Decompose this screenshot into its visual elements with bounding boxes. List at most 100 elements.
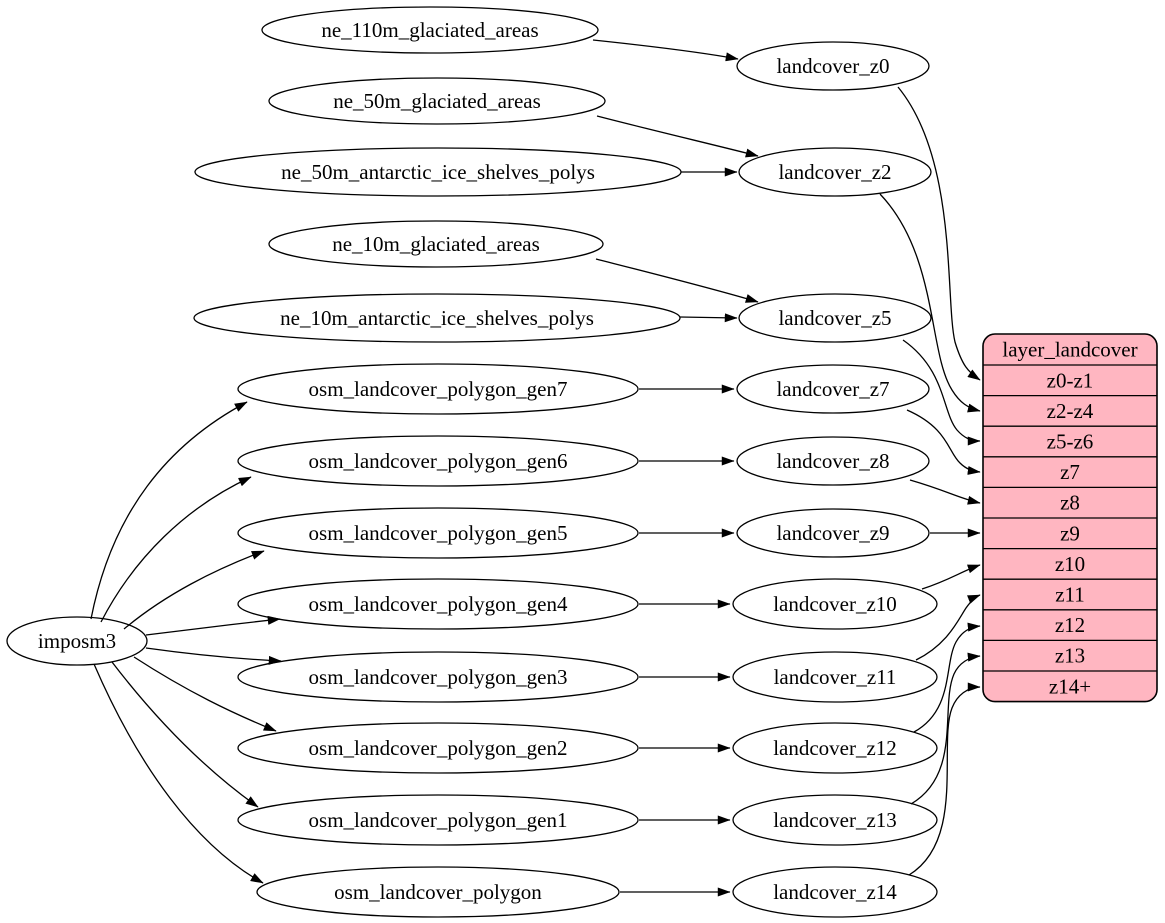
node-label-landcover_z12: landcover_z12 (773, 736, 897, 760)
node-ne_10m_glaciated_areas: ne_10m_glaciated_areas (268, 220, 604, 268)
table-row-z2-z4: z2-z4 (1047, 399, 1094, 423)
node-landcover_z14: landcover_z14 (732, 866, 938, 918)
edge-landcover_z2-to-layer_landcover.z2-z4 (879, 193, 981, 413)
edge-imposm3-to-osm_landcover_polygon_gen5 (123, 550, 265, 630)
node-label-imposm3: imposm3 (38, 629, 116, 653)
table-row-z11: z11 (1055, 583, 1085, 607)
node-label-osm_landcover_polygon_gen3: osm_landcover_polygon_gen3 (309, 665, 568, 689)
edge-imposm3-to-osm_landcover_polygon_gen1 (111, 661, 259, 808)
edge-imposm3-to-osm_landcover_polygon_gen7 (90, 401, 248, 620)
table-row-z0-z1: z0-z1 (1047, 368, 1094, 392)
node-osm_landcover_polygon_gen4: osm_landcover_polygon_gen4 (237, 578, 639, 630)
edge-imposm3-to-osm_landcover_polygon_gen6 (100, 476, 252, 623)
node-label-landcover_z0: landcover_z0 (776, 54, 889, 78)
node-label-osm_landcover_polygon: osm_landcover_polygon (334, 880, 542, 904)
node-osm_landcover_polygon_gen2: osm_landcover_polygon_gen2 (237, 722, 639, 774)
node-landcover_z2: landcover_z2 (738, 147, 932, 197)
table-row-z7: z7 (1060, 460, 1080, 484)
edge-imposm3-to-osm_landcover_polygon (93, 663, 264, 884)
node-ellipse-ne_110m_glaciated_areas (261, 6, 599, 54)
node-label-osm_landcover_polygon_gen4: osm_landcover_polygon_gen4 (309, 592, 568, 616)
node-label-osm_landcover_polygon_gen6: osm_landcover_polygon_gen6 (309, 449, 568, 473)
node-label-landcover_z5: landcover_z5 (778, 306, 891, 330)
edge-imposm3-to-osm_landcover_polygon_gen2 (133, 656, 277, 732)
node-ellipse-landcover_z9 (736, 508, 930, 558)
edge-landcover_z5-to-layer_landcover.z5-z6 (902, 339, 981, 446)
table-header-label: layer_landcover (1002, 338, 1137, 362)
node-label-ne_10m_glaciated_areas: ne_10m_glaciated_areas (332, 232, 540, 256)
edge-ne_110m_glaciated_areas-to-landcover_z0 (592, 39, 739, 62)
node-ellipse-ne_50m_glaciated_areas (268, 77, 606, 125)
node-label-landcover_z2: landcover_z2 (778, 160, 891, 184)
node-ellipse-landcover_z14 (732, 866, 938, 918)
node-label-landcover_z9: landcover_z9 (776, 521, 889, 545)
node-ellipse-landcover_z12 (732, 722, 938, 774)
node-ellipse-osm_landcover_polygon (256, 866, 620, 918)
node-label-osm_landcover_polygon_gen2: osm_landcover_polygon_gen2 (309, 736, 568, 760)
node-label-osm_landcover_polygon_gen1: osm_landcover_polygon_gen1 (309, 808, 568, 832)
node-label-landcover_z11: landcover_z11 (774, 665, 897, 689)
node-landcover_z12: landcover_z12 (732, 722, 938, 774)
edge-landcover_z12-to-layer_landcover.z12 (913, 622, 981, 733)
node-label-ne_110m_glaciated_areas: ne_110m_glaciated_areas (321, 18, 538, 42)
node-ellipse-landcover_z2 (738, 147, 932, 197)
table-row-z8: z8 (1060, 491, 1080, 515)
node-ellipse-osm_landcover_polygon_gen4 (237, 578, 639, 630)
edge-ne_10m_glaciated_areas-to-landcover_z5 (595, 258, 759, 303)
node-landcover_z8: landcover_z8 (736, 436, 930, 486)
node-landcover_z10: landcover_z10 (732, 578, 938, 630)
node-ellipse-osm_landcover_polygon_gen1 (237, 794, 639, 846)
node-label-osm_landcover_polygon_gen7: osm_landcover_polygon_gen7 (309, 377, 568, 401)
table-row-z13: z13 (1055, 644, 1085, 668)
edge-landcover_z14-to-layer_landcover.z14+ (908, 682, 981, 876)
node-label-ne_50m_antarctic_ice_shelves_polys: ne_50m_antarctic_ice_shelves_polys (281, 160, 595, 184)
node-osm_landcover_polygon_gen3: osm_landcover_polygon_gen3 (237, 651, 639, 703)
node-ellipse-osm_landcover_polygon_gen7 (237, 363, 639, 415)
node-landcover_z0: landcover_z0 (736, 41, 930, 91)
node-label-landcover_z8: landcover_z8 (776, 449, 889, 473)
node-landcover_z9: landcover_z9 (736, 508, 930, 558)
table-row-z12: z12 (1055, 613, 1085, 637)
node-ne_110m_glaciated_areas: ne_110m_glaciated_areas (261, 6, 599, 54)
node-osm_landcover_polygon_gen7: osm_landcover_polygon_gen7 (237, 363, 639, 415)
node-ellipse-ne_10m_antarctic_ice_shelves_polys (193, 293, 681, 343)
edge-landcover_z8-to-layer_landcover.z8 (909, 479, 981, 505)
node-osm_landcover_polygon_gen5: osm_landcover_polygon_gen5 (237, 507, 639, 559)
edge-landcover_z10-to-layer_landcover.z10 (921, 564, 981, 590)
table-row-z5-z6: z5-z6 (1047, 430, 1094, 454)
node-ellipse-landcover_z5 (738, 293, 932, 343)
node-ellipse-landcover_z10 (732, 578, 938, 630)
node-ellipse-imposm3 (6, 616, 148, 666)
node-ellipse-osm_landcover_polygon_gen2 (237, 722, 639, 774)
node-ellipse-osm_landcover_polygon_gen3 (237, 651, 639, 703)
table-row-z9: z9 (1060, 521, 1080, 545)
node-osm_landcover_polygon_gen1: osm_landcover_polygon_gen1 (237, 794, 639, 846)
node-ellipse-osm_landcover_polygon_gen5 (237, 507, 639, 559)
edge-landcover_z11-to-layer_landcover.z11 (915, 594, 981, 661)
node-ellipse-landcover_z8 (736, 436, 930, 486)
node-label-landcover_z10: landcover_z10 (773, 592, 897, 616)
edge-imposm3-to-osm_landcover_polygon_gen4 (145, 615, 281, 636)
node-landcover_z5: landcover_z5 (738, 293, 932, 343)
edge-imposm3-to-osm_landcover_polygon_gen3 (145, 647, 282, 665)
node-ellipse-landcover_z13 (732, 794, 938, 846)
node-ellipse-landcover_z7 (736, 364, 930, 414)
node-landcover_z11: landcover_z11 (732, 651, 938, 703)
node-label-landcover_z7: landcover_z7 (776, 377, 889, 401)
node-label-osm_landcover_polygon_gen5: osm_landcover_polygon_gen5 (309, 521, 568, 545)
node-ellipse-ne_10m_glaciated_areas (268, 220, 604, 268)
edge-landcover_z13-to-layer_landcover.z13 (910, 652, 981, 805)
edge-landcover_z7-to-layer_landcover.z7 (906, 409, 981, 475)
node-imposm3: imposm3 (6, 616, 148, 666)
node-landcover_z13: landcover_z13 (732, 794, 938, 846)
node-label-ne_50m_glaciated_areas: ne_50m_glaciated_areas (333, 89, 541, 113)
node-ne_10m_antarctic_ice_shelves_polys: ne_10m_antarctic_ice_shelves_polys (193, 293, 681, 343)
edge-ne_10m_antarctic_ice_shelves_polys-to-landcover_z5 (679, 313, 738, 323)
node-ne_50m_antarctic_ice_shelves_polys: ne_50m_antarctic_ice_shelves_polys (194, 147, 682, 197)
node-osm_landcover_polygon: osm_landcover_polygon (256, 866, 620, 918)
node-osm_landcover_polygon_gen6: osm_landcover_polygon_gen6 (237, 435, 639, 487)
edge-landcover_z0-to-layer_landcover.z0-z1 (897, 86, 981, 381)
table-row-z10: z10 (1055, 552, 1085, 576)
